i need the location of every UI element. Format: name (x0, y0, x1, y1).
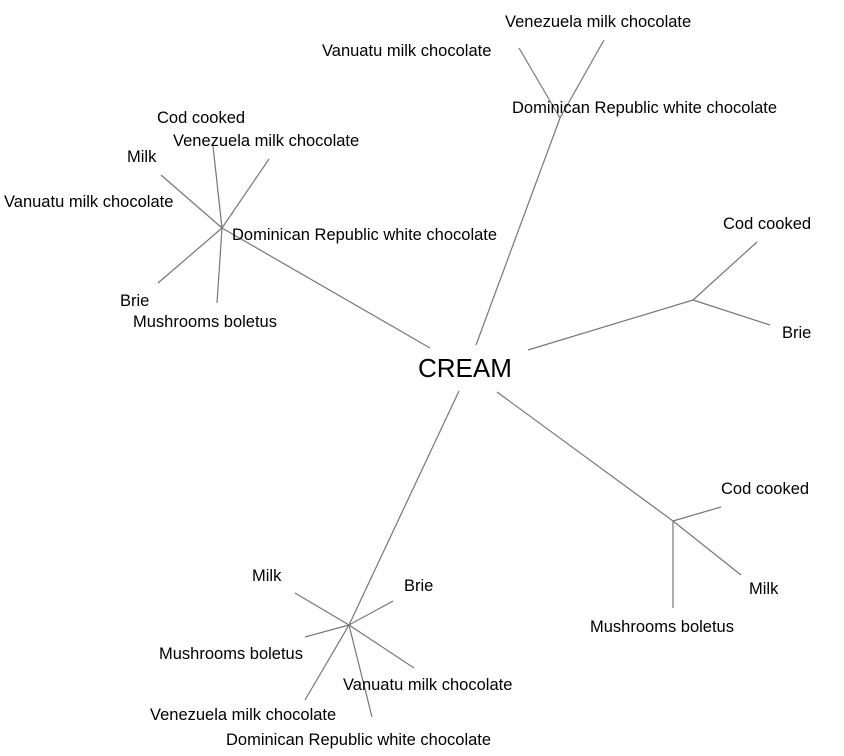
edge-leaf (212, 145, 223, 229)
edge-leaf (157, 227, 223, 284)
edge-leaf (348, 624, 373, 718)
leaf-label: Cod cooked (723, 215, 811, 233)
edge-root-right (527, 299, 694, 351)
leaf-label: Dominican Republic white chocolate (512, 99, 777, 117)
edge-leaf (672, 520, 742, 576)
edge-leaf (672, 506, 722, 522)
leaf-label: Brie (120, 292, 149, 310)
leaf-label: Vanuatu milk chocolate (322, 42, 491, 60)
leaf-label: Cod cooked (157, 109, 245, 127)
edge-leaf (221, 158, 270, 229)
edge-leaf (348, 600, 394, 626)
leaf-label: Brie (404, 577, 433, 595)
edge-root-top (475, 117, 561, 346)
edge-leaf (559, 39, 605, 119)
leaf-label: Mushrooms boletus (590, 618, 734, 636)
leaf-label: Vanuatu milk chocolate (343, 676, 512, 694)
leaf-label: Venezuela milk chocolate (173, 132, 359, 150)
edge-leaf (304, 624, 350, 638)
edge-leaf (294, 592, 350, 626)
leaf-label: Mushrooms boletus (159, 645, 303, 663)
leaf-label: Venezuela milk chocolate (150, 706, 336, 724)
leaf-label: Dominican Republic white chocolate (226, 731, 491, 749)
edge-root-lower-right (496, 391, 674, 522)
leaf-label: Milk (127, 148, 157, 166)
edge-leaf (692, 241, 758, 301)
edge-leaf (304, 624, 350, 701)
edge-root-upper-left (221, 227, 431, 349)
leaf-label: Milk (252, 567, 282, 585)
edge-leaf (692, 299, 771, 326)
leaf-label: Milk (749, 580, 779, 598)
root-node-label: CREAM (418, 353, 512, 383)
leaf-label: Mushrooms boletus (133, 313, 277, 331)
leaf-label: Vanuatu milk chocolate (4, 193, 173, 211)
edge-leaf (348, 624, 415, 669)
edge-leaf (160, 174, 223, 229)
leaf-label: Brie (782, 324, 811, 342)
edge-root-bottom (348, 390, 460, 626)
leaf-label: Dominican Republic white chocolate (232, 226, 497, 244)
leaf-label: Cod cooked (721, 480, 809, 498)
edge-leaf (216, 227, 223, 304)
edge-leaf (518, 47, 561, 119)
leaf-label: Venezuela milk chocolate (505, 13, 691, 31)
